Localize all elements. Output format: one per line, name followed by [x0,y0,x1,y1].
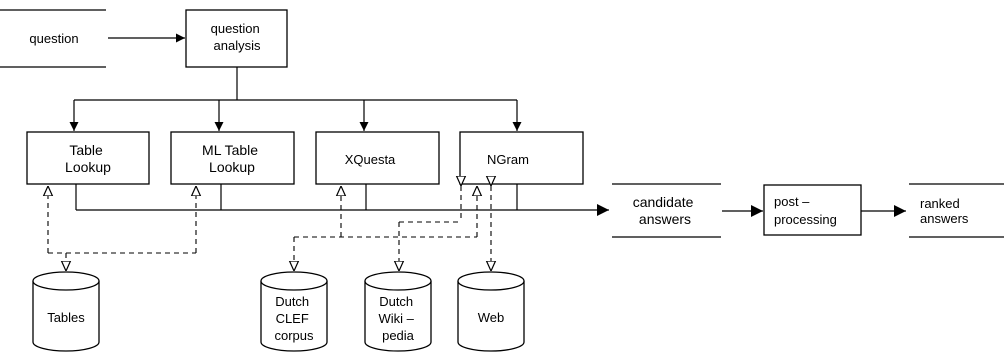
question-label: question [29,31,78,46]
dutch-clef-corpus-label: Dutch CLEF corpus [274,294,314,343]
ranked-answers-node: ranked answers [909,183,1004,238]
web-database: Web [457,271,525,352]
tables-database-label: Tables [47,310,85,325]
xquesta-box: XQuesta [315,131,440,185]
post-processing-label: post – processing [774,194,837,227]
dutch-wikipedia-label: Dutch Wiki – pedia [378,294,417,343]
fanout-edges [69,67,522,131]
question-node: question [0,9,106,68]
post-processing-box: post – processing [763,184,862,236]
xquesta-label: XQuesta [345,152,396,167]
candidate-answers-label: candidate answers [633,194,698,227]
resource-edges [48,186,491,271]
question-analysis-box: question analysis [185,9,288,68]
dutch-wikipedia-database: Dutch Wiki – pedia [364,271,432,352]
tables-database: Tables [32,271,100,352]
web-database-label: Web [478,310,505,325]
question-analysis-label: question analysis [211,21,264,53]
dutch-clef-corpus-database: Dutch CLEF corpus [260,271,328,352]
table-lookup-label: Table Lookup [65,142,111,175]
ranked-answers-label: ranked answers [920,196,969,226]
ngram-box: NGram [459,131,584,185]
ml-table-lookup-box: ML Table Lookup [170,131,295,185]
table-lookup-box: Table Lookup [26,131,150,185]
candidate-answers-node: candidate answers [612,183,721,238]
ml-table-lookup-label: ML Table Lookup [202,142,262,175]
merge-edges [75,184,609,216]
ngram-label: NGram [487,152,529,167]
